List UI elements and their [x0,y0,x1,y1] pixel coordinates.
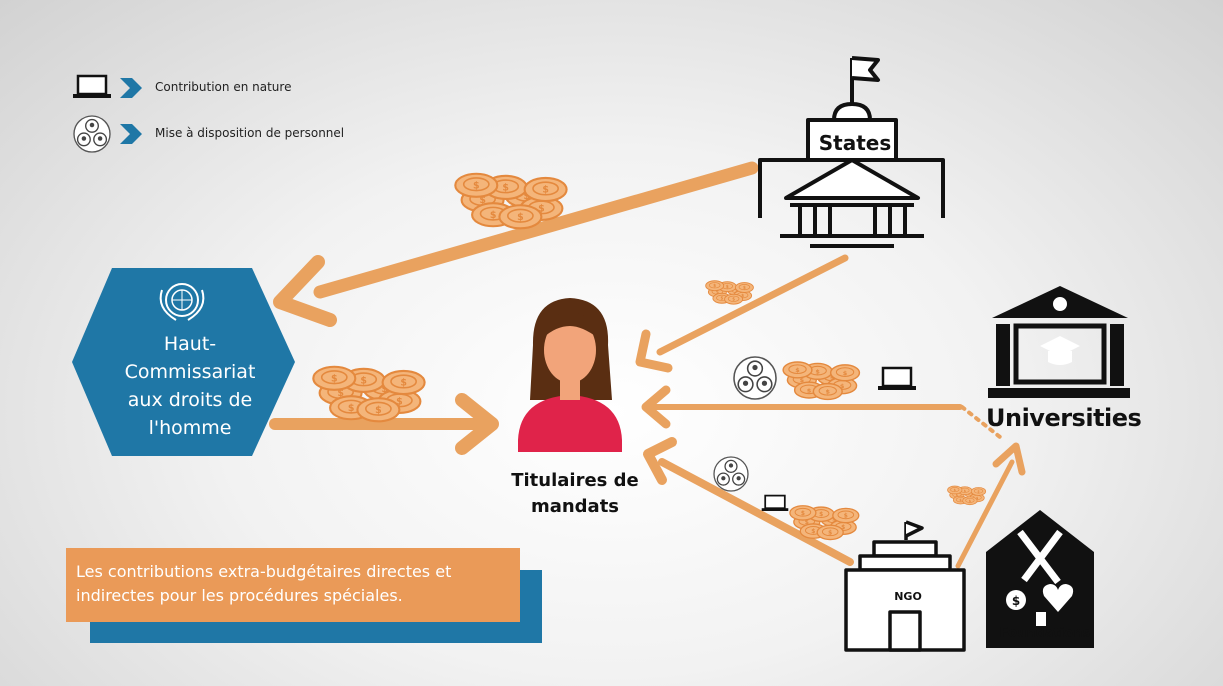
ohchr-label: Haut-Commissariat aux droits de l'homme [124,333,256,439]
states-building-icon [758,56,945,248]
coins-icon [706,281,754,304]
staff-group-icon [713,456,749,492]
staff-group-icon [73,115,111,153]
caption-text: Les contributions extra-budgétaires dire… [76,562,452,605]
ngo-label: NGO [894,590,922,603]
universities-building-icon [988,286,1130,398]
coins-icon [948,486,986,505]
foundations-label: Foundations [999,626,1091,641]
caption-box: Les contributions extra-budgétaires dire… [66,548,520,622]
ngo-building-icon [844,520,966,652]
legend-in-kind-label: Contribution en nature [155,80,292,94]
arrow-states-to-ohchr [273,161,759,327]
laptop-icon [876,366,918,392]
coins-icon [783,362,859,399]
arrow-ohchr-to-mandate [269,393,499,455]
foundations-house-icon: $ [986,510,1094,648]
chevron-right-icon [120,124,142,144]
un-emblem-icon [159,283,205,321]
arrow-universities-to-mandate [641,385,1002,439]
states-label: States [818,131,892,155]
arrow-ngo-to-mandate [643,437,854,566]
universities-label: Universities [986,404,1142,432]
coins-icon [313,367,424,422]
arrow-states-to-mandate [635,254,849,373]
person-avatar [518,298,622,452]
legend-staff-label: Mise à disposition de personnel [155,126,345,140]
mandate-holders-label: Titulaires de mandats [511,470,639,517]
chevron-right-icon [120,78,142,98]
laptop-icon [760,494,790,512]
laptop-icon [71,74,113,100]
staff-group-icon [733,356,777,400]
arrow-ngo-to-universities [955,442,1026,569]
svg-text:$: $ [1012,594,1020,608]
ohchr-hexagon [72,268,295,456]
